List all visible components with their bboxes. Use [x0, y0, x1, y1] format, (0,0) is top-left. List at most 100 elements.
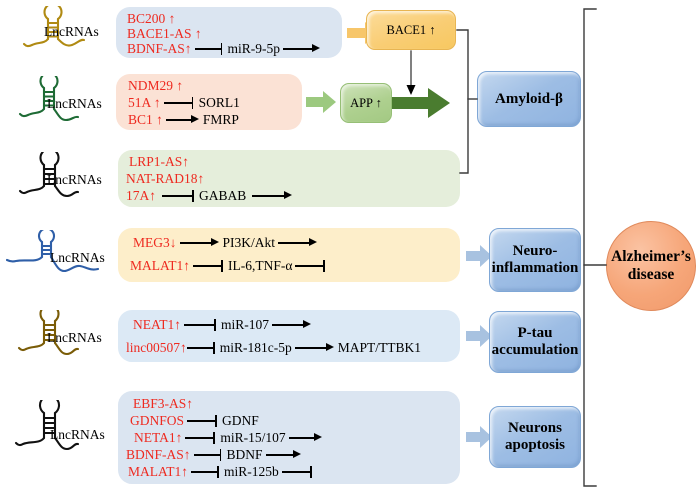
gene-label: BDNF-AS↑: [126, 447, 191, 462]
gene-label: NDM29 ↑: [128, 78, 184, 93]
lncrna-label: LncRNAs: [50, 427, 105, 442]
inhibition-connector: [191, 465, 221, 478]
line-1: Neuro-: [512, 243, 558, 260]
line-1: P-tau: [517, 325, 553, 342]
target-label: FMRP: [202, 112, 239, 127]
pathway-line: NAT-RAD18↑: [126, 172, 204, 186]
gene-label: LRP1-AS↑: [129, 154, 190, 169]
inhibition-connector: [163, 96, 196, 109]
target-label: SORL1: [198, 95, 240, 110]
node-amyloid-beta: Amyloid-β: [477, 71, 581, 127]
activation-arrow: [288, 432, 323, 444]
gene-label: BDNF-AS↑: [127, 41, 192, 56]
activation-arrow: [165, 114, 200, 126]
gene-label: 17A↑: [126, 188, 156, 203]
gene-label: MEG3↓: [133, 235, 177, 250]
lncrna-hairpin-icon: [22, 6, 86, 48]
activation-arrow: [265, 449, 302, 461]
pathway-line: NDM29 ↑: [128, 79, 183, 93]
block-arrow-to-neuroinflammation: [466, 245, 492, 267]
lncrna-hairpin-icon: [14, 400, 80, 451]
pathway-panel-neat1: [118, 310, 460, 362]
node-app: APP ↑: [340, 83, 392, 123]
line-2: inflammation: [491, 260, 579, 276]
pathway-line: MALAT1↑ miR-125b: [128, 465, 317, 479]
inhibition-connector: [184, 318, 218, 331]
line-2: apoptosis: [504, 437, 566, 453]
lncrna-hairpin-icon: [17, 310, 80, 356]
target-label: PI3K/Akt: [222, 235, 276, 250]
pathway-panel-meg3: [118, 228, 460, 282]
target-label: miR-9-5p: [227, 41, 281, 56]
target-label: BDNF: [226, 447, 263, 462]
inhibition-connector: [295, 259, 327, 272]
gene-label: MALAT1↑: [128, 464, 188, 479]
node-bace1: BACE1 ↑: [366, 10, 456, 50]
downstream-target-label: MAPT/TTBK1: [337, 340, 422, 355]
gene-label: NEAT1↑: [133, 317, 181, 332]
pathway-line: 17A↑ GABAB: [126, 189, 297, 203]
pathway-line: EBF3-AS↑: [133, 397, 193, 411]
lncrna-label: LncRNAs: [44, 24, 99, 39]
node-ptau-text: P-tau accumulation: [492, 325, 579, 359]
inhibition-connector: [187, 414, 219, 427]
lncrna-hairpin-icon: [6, 230, 100, 273]
pathway-line: MALAT1↑ IL-6,TNF-α: [130, 259, 330, 273]
inhibition-connector: [193, 259, 225, 272]
lncrna-label: LncRNAs: [47, 96, 102, 111]
activation-arrow: [252, 190, 294, 202]
target-label: miR-15/107: [220, 430, 286, 445]
line-2: accumulation: [491, 342, 579, 358]
target-label: IL-6,TNF-α: [228, 258, 293, 273]
inhibition-connector: [185, 431, 217, 444]
line-1: Neurons: [508, 420, 562, 437]
block-arrow-app-to-amyloid: [392, 88, 450, 118]
gene-label: GDNFOS: [130, 413, 185, 428]
pathway-line: BC200 ↑: [127, 12, 175, 26]
node-neuroinflammation: Neuro- inflammation: [489, 228, 581, 292]
activation-arrow: [179, 237, 220, 249]
gene-label: BC200 ↑: [127, 11, 176, 26]
gene-label: NAT-RAD18↑: [126, 171, 205, 186]
block-arrow-to-apoptosis: [466, 426, 492, 448]
lncrna-label: LncRNAs: [47, 172, 102, 187]
activation-arrow: [283, 43, 321, 55]
lncrna-label: LncRNAs: [50, 250, 105, 265]
pathway-line: MEG3↓ PI3K/Akt: [133, 236, 321, 250]
target-label: miR-181c-5p: [219, 340, 292, 355]
gene-label: EBF3-AS↑: [133, 396, 194, 411]
block-arrow-to-app: [306, 91, 336, 113]
pathway-line: GDNFOS GDNF: [130, 414, 259, 428]
pathway-line: BDNF-AS↑ BDNF: [126, 448, 305, 462]
pathway-line: BACE1-AS ↑: [127, 27, 202, 41]
pathway-line: BC1 ↑ FMRP: [128, 113, 239, 127]
activation-arrow: [278, 237, 318, 249]
inhibition-connector: [193, 448, 224, 461]
node-apoptosis-text: Neurons apoptosis: [505, 420, 565, 454]
node-alzheimers-text: Alzheimer’s disease: [611, 248, 691, 284]
pathway-line: 51A ↑ SORL1: [128, 96, 240, 110]
gene-label: 51A ↑: [128, 95, 161, 110]
line-2: disease: [627, 266, 675, 283]
node-alzheimers-disease: Alzheimer’s disease: [606, 221, 696, 311]
node-neurons-apoptosis: Neurons apoptosis: [489, 406, 581, 468]
target-label: GABAB: [199, 188, 247, 203]
lncrna-hairpin-icon: [18, 152, 80, 198]
inhibition-connector: [162, 189, 196, 202]
target-label: miR-125b: [224, 464, 279, 479]
block-arrow-to-ptau: [466, 325, 492, 347]
activation-arrow: [294, 342, 335, 354]
inhibition-connector: [194, 42, 225, 55]
pathway-line: LRP1-AS↑: [129, 155, 189, 169]
gene-label: BC1 ↑: [128, 112, 163, 127]
target-label: GDNF: [222, 413, 259, 428]
pathway-line: linc00507↑ miR-181c-5p MAPT/TTBK1: [126, 341, 421, 355]
activation-arrow: [272, 319, 312, 331]
node-ptau-accumulation: P-tau accumulation: [489, 311, 581, 373]
gene-label: NETA1↑: [134, 430, 183, 445]
inhibition-connector: [186, 341, 217, 354]
pathway-line: NETA1↑ miR-15/107: [134, 431, 326, 445]
lncrna-label: LncRNAs: [47, 330, 102, 345]
gene-label: linc00507↑: [126, 340, 187, 355]
